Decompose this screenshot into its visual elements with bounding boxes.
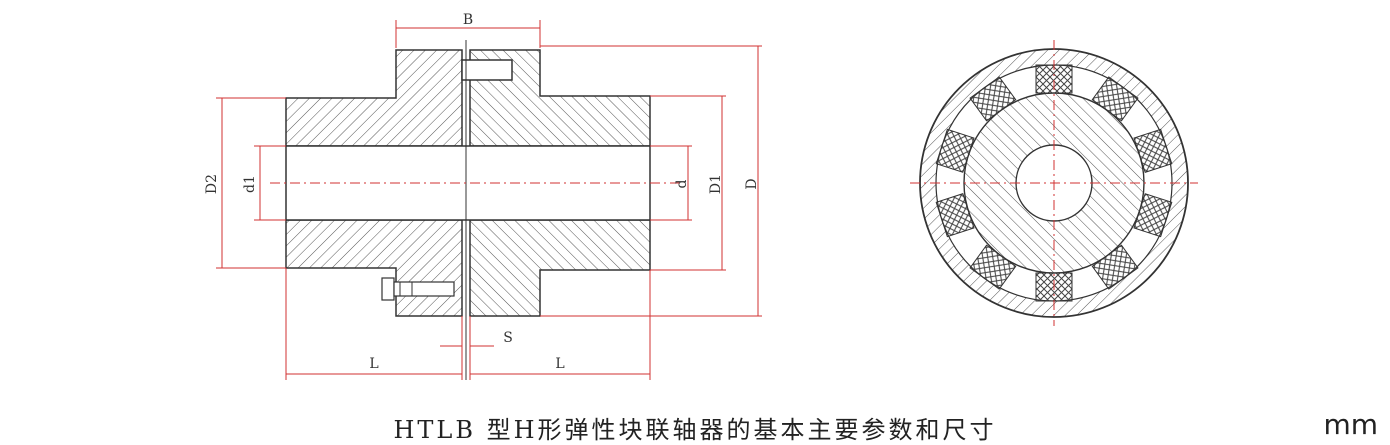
elastic-block-upper [461,59,513,81]
right-hub-lower [469,219,651,317]
label-D: D [744,178,760,189]
elastic-blocks [935,64,1173,302]
label-S: S [503,330,513,346]
section-view [270,40,680,380]
label-D1: D1 [708,174,724,194]
coupling-drawing: B D2 d1 d D1 D L S L [204,12,1198,380]
label-d: d [674,179,690,188]
unit-label: mm [1323,408,1378,441]
dimension-lines [216,20,762,380]
end-view [910,40,1198,326]
left-hub-upper [285,49,463,147]
label-L-right: L [555,356,564,372]
label-B: B [463,12,473,28]
label-d1: d1 [242,175,258,193]
label-L-left: L [369,356,378,372]
figure-caption: HTLB 型H形弹性块联轴器的基本主要参数和尺寸 [393,416,997,444]
label-D2: D2 [204,174,220,194]
left-hub-lower [285,219,463,317]
bolt [381,277,455,301]
